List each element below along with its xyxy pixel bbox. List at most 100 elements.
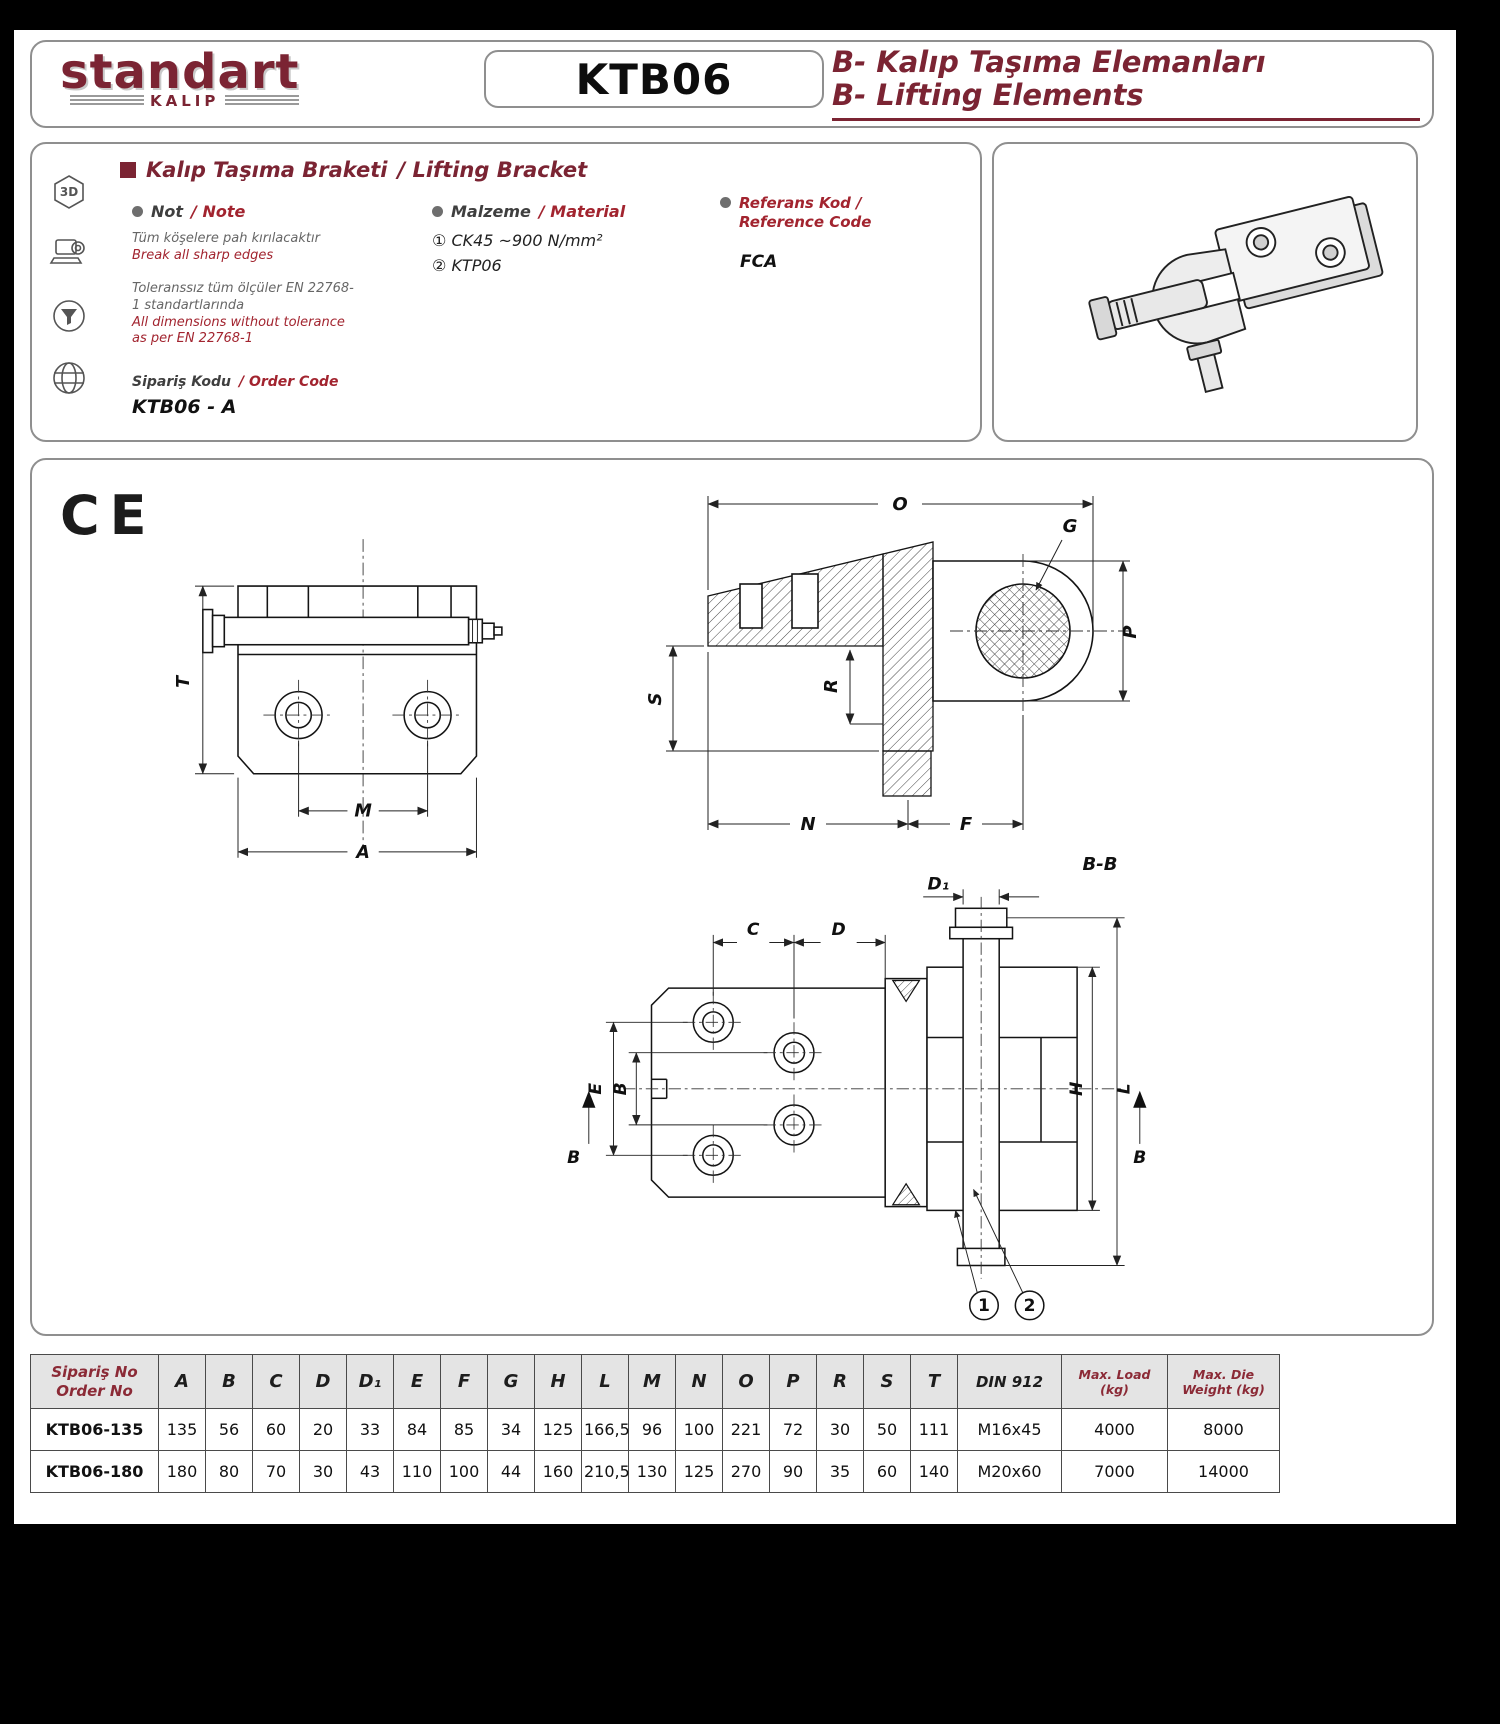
tolerance-text: Toleranssız tüm ölçüler EN 22768-1 stand… bbox=[132, 281, 362, 349]
column-header-T: T bbox=[910, 1354, 958, 1409]
order-code-value: KTB06 - A bbox=[132, 396, 237, 418]
plan-part-geometry bbox=[623, 896, 1125, 1279]
material-item-1: ① CK45 ~900 N/mm² bbox=[432, 231, 702, 250]
table-cell: 96 bbox=[628, 1408, 676, 1451]
dim-label-E: E bbox=[586, 1083, 606, 1095]
dim-label-H: H bbox=[1067, 1082, 1087, 1096]
dim-label-O: O bbox=[892, 494, 907, 515]
spec-table-header-row: Sipariş No Order No A B C D D₁ E F G H L… bbox=[30, 1354, 1280, 1409]
table-cell: 7000 bbox=[1061, 1450, 1168, 1493]
front-part-geometry bbox=[202, 539, 503, 848]
material-label-en: / Material bbox=[538, 202, 626, 221]
dim-label-B: B bbox=[611, 1082, 631, 1095]
reference-column: Referans Kod / Reference Code FCA bbox=[720, 194, 960, 272]
title-bullet-square bbox=[120, 162, 136, 178]
plan-dimensions: D₁ C D E B H bbox=[567, 876, 1147, 1321]
table-cell: 35 bbox=[816, 1450, 864, 1493]
table-cell: 30 bbox=[299, 1450, 347, 1493]
reference-code-value: FCA bbox=[740, 251, 778, 272]
column-header-G: G bbox=[487, 1354, 535, 1409]
logo-subtitle-row: KALIP bbox=[70, 92, 300, 110]
section-dimensions: O G P S R N bbox=[645, 494, 1141, 875]
table-cell: 30 bbox=[816, 1408, 864, 1451]
material-label: Malzeme / Material bbox=[432, 202, 702, 221]
column-header-order-no: Sipariş No Order No bbox=[30, 1354, 159, 1409]
material-label-tr: Malzeme bbox=[451, 202, 531, 221]
product-code: KTB06 bbox=[575, 54, 733, 104]
section-view-drawing: O G P S R N bbox=[645, 494, 1141, 875]
table-cell: 221 bbox=[722, 1408, 770, 1451]
material-column: Malzeme / Material ① CK45 ~900 N/mm² ② K… bbox=[432, 202, 702, 281]
company-logo: standart KALIP bbox=[60, 44, 300, 110]
dim-label-P: P bbox=[1120, 625, 1141, 638]
material-item-2: ② KTP06 bbox=[432, 256, 702, 275]
note-text-tr: Tüm köşelere pah kırılacaktır bbox=[132, 231, 320, 246]
tolerance-text-tr: Toleranssız tüm ölçüler EN 22768-1 stand… bbox=[132, 280, 354, 313]
material-item-2-num: ② bbox=[432, 256, 447, 275]
category-title: B- Kalıp Taşıma Elemanları B- Lifting El… bbox=[832, 45, 1420, 121]
table-cell: 70 bbox=[252, 1450, 300, 1493]
reference-label-line1: Referans Kod / bbox=[739, 194, 862, 212]
column-header-L: L bbox=[581, 1354, 629, 1409]
table-cell: 135 bbox=[158, 1408, 206, 1451]
dim-label-F: F bbox=[960, 814, 973, 835]
table-cell: 90 bbox=[769, 1450, 817, 1493]
column-header-P: P bbox=[769, 1354, 817, 1409]
order-code-label: Sipariş Kodu / Order Code bbox=[132, 374, 338, 390]
column-header-A: A bbox=[158, 1354, 206, 1409]
reference-label-text: Referans Kod / Reference Code bbox=[739, 194, 871, 232]
product-image-panel bbox=[992, 142, 1418, 442]
tolerance-text-en: All dimensions without tolerance as per … bbox=[132, 314, 345, 347]
table-row: KTB06-135 135 56 60 20 33 84 85 34 125 1… bbox=[30, 1408, 1280, 1451]
dim-label-A: A bbox=[354, 843, 370, 863]
header: standart KALIP KTB06 B- Kalıp Taşıma Ele… bbox=[30, 40, 1434, 128]
note-text-en: Break all sharp edges bbox=[132, 247, 274, 263]
note-text: Tüm köşelere pah kırılacaktır Break all … bbox=[132, 231, 362, 265]
dim-label-S: S bbox=[645, 693, 666, 706]
table-cell-order-no: KTB06-135 bbox=[30, 1408, 159, 1451]
dim-label-R: R bbox=[821, 679, 842, 693]
table-cell: 210,5 bbox=[581, 1450, 630, 1493]
part-title-en: / Lifting Bracket bbox=[397, 158, 588, 182]
dim-label-M: M bbox=[354, 802, 372, 822]
part-title-tr: Kalıp Taşıma Braketi bbox=[146, 158, 388, 182]
document-page: standart KALIP KTB06 B- Kalıp Taşıma Ele… bbox=[14, 30, 1456, 1524]
monitor-gear-icon bbox=[49, 239, 85, 264]
part-title: Kalıp Taşıma Braketi / Lifting Bracket bbox=[120, 158, 587, 182]
column-header-R: R bbox=[816, 1354, 864, 1409]
section-arrow-label-left: B bbox=[567, 1148, 580, 1168]
sidebar-icons: 3D bbox=[40, 172, 98, 398]
cube-3d-icon: 3D bbox=[54, 175, 84, 209]
table-cell: 80 bbox=[205, 1450, 253, 1493]
table-cell-order-no: KTB06-180 bbox=[30, 1450, 159, 1493]
table-cell: 8000 bbox=[1167, 1408, 1280, 1451]
globe-icon bbox=[53, 362, 85, 394]
table-cell: 33 bbox=[346, 1408, 394, 1451]
material-item-1-num: ① bbox=[432, 231, 447, 250]
table-cell: 85 bbox=[440, 1408, 488, 1451]
column-header-max-load: Max. Load (kg) bbox=[1061, 1354, 1168, 1409]
table-cell: 100 bbox=[675, 1408, 723, 1451]
dim-label-C: C bbox=[747, 920, 760, 940]
product-isometric-drawing bbox=[1088, 195, 1384, 394]
logo-subtitle: KALIP bbox=[150, 92, 220, 110]
table-cell: 44 bbox=[487, 1450, 535, 1493]
table-cell: 4000 bbox=[1061, 1408, 1168, 1451]
spec-table: Sipariş No Order No A B C D D₁ E F G H L… bbox=[30, 1354, 1280, 1493]
column-header-din-912: DIN 912 bbox=[957, 1354, 1062, 1409]
material-bullet-icon bbox=[432, 206, 443, 217]
callout-2: 2 bbox=[1024, 1296, 1036, 1316]
table-cell: 270 bbox=[722, 1450, 770, 1493]
logo-wordmark: standart bbox=[60, 44, 300, 100]
table-cell: 56 bbox=[205, 1408, 253, 1451]
dim-label-L: L bbox=[1114, 1083, 1134, 1094]
section-arrow-label-right: B bbox=[1133, 1148, 1146, 1168]
note-label: Not / Note bbox=[132, 202, 422, 221]
table-cell: M20x60 bbox=[957, 1450, 1062, 1493]
column-header-max-die-weight: Max. Die Weight (kg) bbox=[1167, 1354, 1280, 1409]
column-header-S: S bbox=[863, 1354, 911, 1409]
isometric-part-geometry bbox=[1088, 195, 1384, 394]
table-cell: 166,5 bbox=[581, 1408, 630, 1451]
front-dimensions: T M A bbox=[174, 585, 477, 863]
